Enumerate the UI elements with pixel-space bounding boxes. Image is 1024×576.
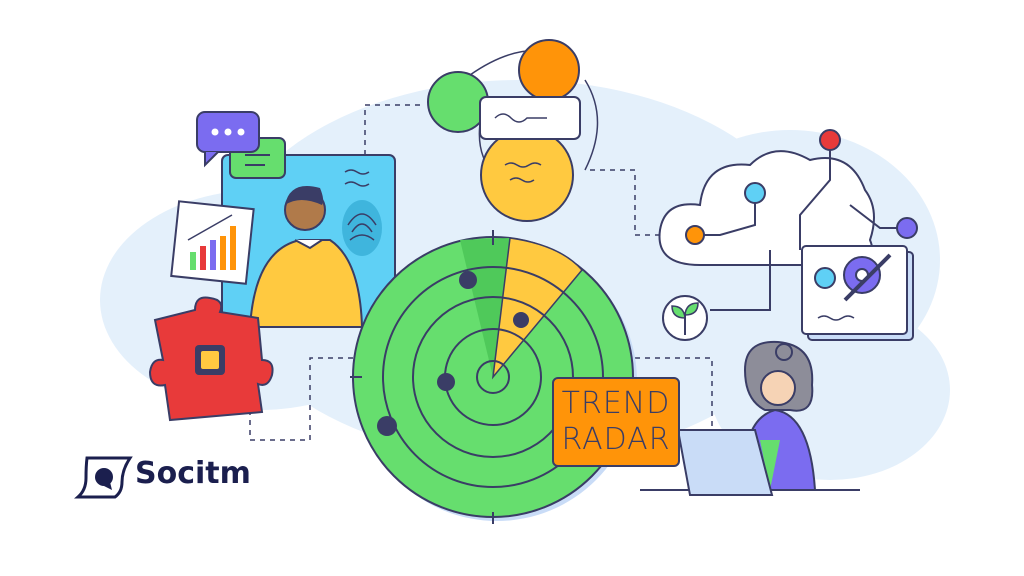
flow-diagram [427, 39, 599, 222]
plant-icon [662, 295, 708, 341]
socitm-logo-mark [74, 456, 133, 499]
dashed-connectors [249, 104, 713, 441]
label-line-1: TREND [561, 386, 671, 421]
cloud-network-icon [658, 129, 918, 311]
socitm-logo-text: Socitm [135, 456, 251, 491]
chart-icon [170, 200, 255, 285]
trend-radar-label: TREND RADAR [552, 377, 680, 467]
laptop-icon [676, 429, 774, 496]
puzzle-icon [148, 296, 274, 422]
chat-bubble-icon [196, 111, 286, 179]
radar-blip [377, 271, 529, 436]
label-line-2: RADAR [561, 422, 671, 457]
wrench-icon [843, 253, 892, 302]
fingerprint-icon [342, 200, 382, 256]
person-card [221, 154, 396, 328]
gear-icon [801, 245, 914, 341]
person-with-laptop [640, 340, 860, 496]
